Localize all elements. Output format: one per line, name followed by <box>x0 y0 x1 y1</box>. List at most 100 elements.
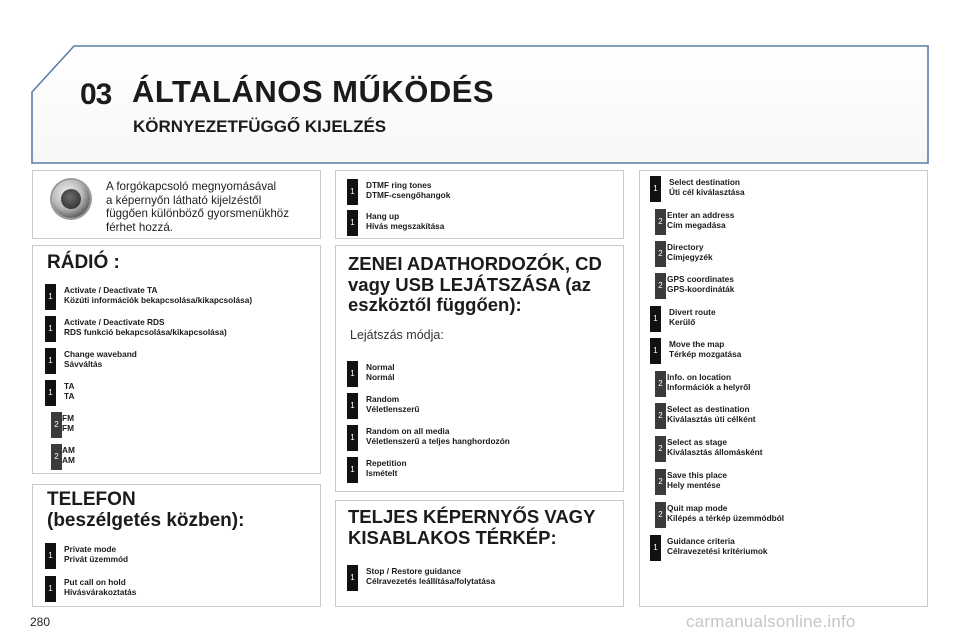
menu-level-badge: 1 <box>45 316 56 342</box>
item-label-en: Move the map <box>669 339 725 349</box>
watermark: carmanualsonline.info <box>686 612 856 631</box>
chapter-number: 03 <box>80 78 112 111</box>
menu-level-badge: 2 <box>655 241 666 267</box>
menu-level-badge: 2 <box>51 412 62 438</box>
menu-level-badge: 1 <box>45 543 56 569</box>
menu-level-badge: 1 <box>347 210 358 236</box>
menu-level-badge: 2 <box>51 444 62 470</box>
item-label-hu: Térkép mozgatása <box>669 349 742 359</box>
item-label-hu: Hívás megszakítása <box>366 221 445 231</box>
rotary-knob-icon <box>52 180 90 218</box>
menu-level-badge: 2 <box>655 436 666 462</box>
item-label-hu: Úti cél kiválasztása <box>669 187 745 197</box>
playmode-label: Lejátszás módja: <box>350 328 444 342</box>
intro-line: függően különböző gyorsmenükhöz <box>106 207 290 221</box>
item-label-en: Save this place <box>667 470 727 480</box>
item-label-hu: Címjegyzék <box>667 252 713 262</box>
radio-panel <box>32 245 321 474</box>
item-label-hu: Hely mentése <box>667 480 721 490</box>
item-label-en: Info. on location <box>667 372 732 382</box>
telefon-title-line: (beszélgetés közben): <box>47 510 245 532</box>
media-panel <box>335 245 624 492</box>
item-label-hu: Kiválasztás állomásként <box>667 447 763 457</box>
menu-level-badge: 2 <box>655 273 666 299</box>
menu-level-badge: 1 <box>650 338 661 364</box>
item-label-hu: Közúti információk bekapcsolása/kikapcso… <box>64 295 253 305</box>
fullmap-title-line: KISABLAKOS TÉRKÉP: <box>348 526 557 548</box>
item-label-hu: AM <box>62 455 75 465</box>
menu-level-badge: 2 <box>655 469 666 495</box>
item-label-en: Guidance criteria <box>667 536 735 546</box>
menu-level-badge: 1 <box>347 393 358 419</box>
item-label-hu: Kerülő <box>669 317 696 327</box>
item-label-en: Private mode <box>64 544 117 554</box>
menu-level-badge: 1 <box>347 361 358 387</box>
item-label-hu: Célravezetési kritériumok <box>667 546 768 556</box>
menu-level-badge: 1 <box>45 284 56 310</box>
dtmf-panel <box>335 170 624 239</box>
item-label-en: Directory <box>667 242 704 252</box>
item-label-hu: Kiválasztás úti célként <box>667 414 756 424</box>
item-label-hu: Véletlenszerű a teljes hanghordozón <box>366 436 510 446</box>
item-label-hu: Ismételt <box>366 468 398 478</box>
item-label-hu: Cím megadása <box>667 220 726 230</box>
fullmap-title-line: TELJES KÉPERNYŐS VAGY <box>348 506 596 527</box>
item-label-en: Put call on hold <box>64 577 126 587</box>
media-title-line: vagy USB LEJÁTSZÁSA (az <box>348 273 591 295</box>
item-label-hu: FM <box>62 423 74 433</box>
item-label-hu: Sávváltás <box>64 359 103 369</box>
item-label-en: TA <box>64 381 75 391</box>
item-label-hu: Normál <box>366 372 395 382</box>
chapter-header: 03 ÁLTALÁNOS MŰKÖDÉS KÖRNYEZETFÜGGŐ KIJE… <box>0 0 960 170</box>
item-label-en: Random <box>366 394 400 404</box>
menu-level-badge: 1 <box>347 565 358 591</box>
item-label-en: Normal <box>366 362 395 372</box>
menu-level-badge: 1 <box>45 348 56 374</box>
menu-level-badge: 1 <box>347 425 358 451</box>
intro-text: A forgókapcsoló megnyomásával a képernyő… <box>106 180 316 234</box>
page-title: ÁLTALÁNOS MŰKÖDÉS <box>132 74 495 109</box>
item-label-hu: DTMF-csengőhangok <box>366 190 451 200</box>
item-label-hu: Privát üzemmód <box>64 554 129 564</box>
item-label-hu: Információk a helyről <box>667 382 751 392</box>
navigation-panel <box>639 170 928 607</box>
item-label-hu: RDS funkció bekapcsolása/kikapcsolása) <box>64 327 227 337</box>
menu-level-badge: 1 <box>45 576 56 602</box>
item-label-en: Hang up <box>366 211 400 221</box>
media-title: ZENEI ADATHORDOZÓK, CD vagy USB LEJÁTSZÁ… <box>348 253 602 316</box>
item-label-en: Select as stage <box>667 437 727 447</box>
item-label-hu: Célravezetés leállítása/folytatása <box>366 576 496 586</box>
media-title-line: eszköztől függően): <box>348 294 522 316</box>
item-label-en: Activate / Deactivate RDS <box>64 317 165 327</box>
page-number: 280 <box>30 615 51 629</box>
item-label-en: Divert route <box>669 307 716 317</box>
item-label-hu: TA <box>64 391 75 401</box>
